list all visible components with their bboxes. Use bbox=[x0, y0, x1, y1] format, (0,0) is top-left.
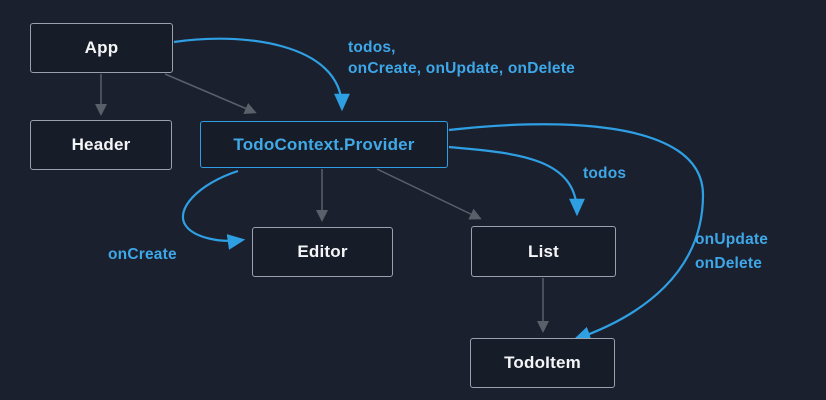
node-list: List bbox=[471, 226, 616, 277]
node-todoitem-label: TodoItem bbox=[504, 353, 581, 372]
node-list-label: List bbox=[527, 241, 560, 261]
flow-label-provider-props-line1: todos, bbox=[348, 39, 396, 56]
flow-provider-todoitem-curve bbox=[448, 123, 705, 342]
node-todoitem: TodoItem bbox=[470, 338, 615, 388]
node-header-label: Header bbox=[71, 135, 131, 154]
flow-provider-editor-curve bbox=[181, 169, 246, 250]
node-todocontext-provider-label: TodoContext.Provider bbox=[233, 134, 415, 154]
flow-app-provider-curve bbox=[173, 37, 350, 112]
node-app: App bbox=[30, 23, 173, 73]
flow-label-oncreate: onCreate bbox=[108, 246, 177, 263]
node-editor-label: Editor bbox=[297, 242, 348, 261]
flow-label-ondelete: onDelete bbox=[695, 255, 763, 272]
node-editor: Editor bbox=[252, 227, 393, 277]
edge-provider-list bbox=[376, 168, 482, 220]
flow-label-provider-props: todos, onCreate, onUpdate, onDelete bbox=[348, 37, 575, 79]
node-app-label: App bbox=[84, 38, 119, 57]
flow-label-onupdate-ondelete: onUpdate onDelete bbox=[695, 228, 768, 276]
flow-label-onupdate: onUpdate bbox=[695, 231, 769, 248]
edge-app-provider bbox=[164, 73, 257, 114]
flow-label-todos: todos bbox=[583, 165, 627, 182]
node-todocontext-provider: TodoContext.Provider bbox=[200, 121, 448, 168]
node-header: Header bbox=[30, 120, 172, 170]
flow-label-provider-props-line2: onCreate, onUpdate, onDelete bbox=[348, 60, 575, 77]
flow-provider-list-curve bbox=[448, 145, 585, 217]
